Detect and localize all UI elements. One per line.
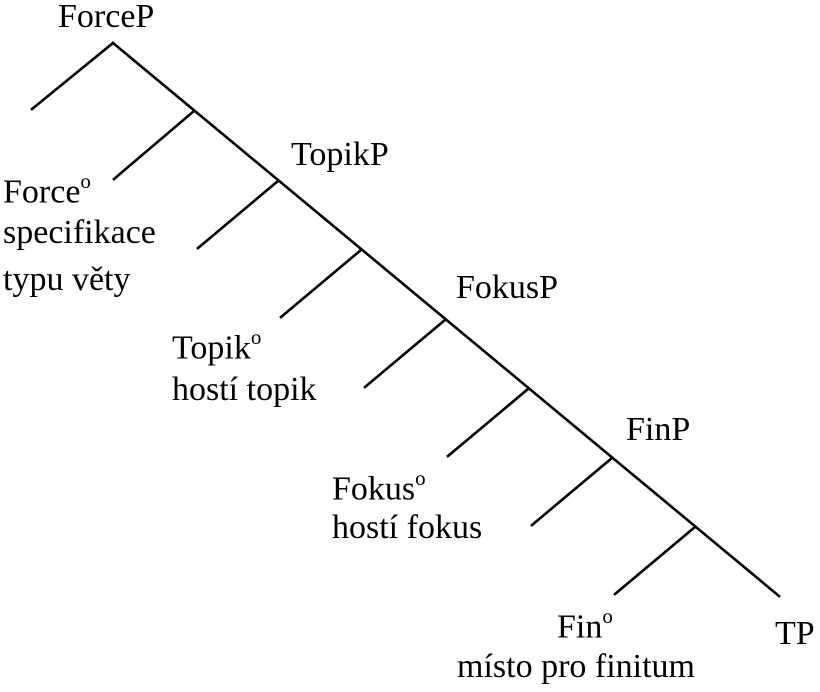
- head-fin-label: Fin: [557, 608, 603, 646]
- head-topik-sup: o: [250, 325, 262, 349]
- head-force-desc-2: typu věty: [3, 261, 131, 298]
- node-finp-label: FinP: [626, 411, 691, 448]
- head-fokus-sup: o: [415, 466, 426, 490]
- head-fokus-label: Fokus: [332, 470, 416, 508]
- head-fin-sup: o: [602, 604, 613, 628]
- head-topik-desc: hostí topik: [172, 371, 317, 408]
- head-branch-force: [112, 109, 196, 181]
- specifier-branch-forcep: [30, 41, 115, 111]
- head-force: Forceo: [3, 158, 91, 217]
- head-topik-label: Topik: [172, 329, 251, 367]
- head-fokus-desc: hostí fokus: [332, 509, 483, 546]
- head-force-sup: o: [80, 169, 91, 193]
- node-tp: TP: [775, 615, 815, 652]
- node-forcep: ForceP: [58, 0, 155, 35]
- head-fin: Fino: [557, 593, 613, 652]
- head-fin-desc: místo pro finitum: [457, 648, 695, 685]
- head-topik: Topiko: [172, 314, 261, 373]
- head-branch-topik: [279, 248, 363, 319]
- head-branch-fin: [613, 525, 697, 596]
- specifier-branch-finp: [530, 456, 614, 527]
- head-force-label: Force: [3, 173, 81, 211]
- specifier-branch-topikp: [196, 179, 280, 250]
- node-fokusp: FokusP: [456, 269, 559, 306]
- head-branch-fokus: [446, 387, 530, 458]
- head-force-desc-1: specifikace: [3, 214, 156, 251]
- node-finp: FinP: [626, 404, 690, 455]
- specifier-branch-fokusp: [363, 318, 447, 389]
- head-fokus: Fokuso: [332, 455, 426, 514]
- node-topikp: TopikP: [291, 136, 389, 173]
